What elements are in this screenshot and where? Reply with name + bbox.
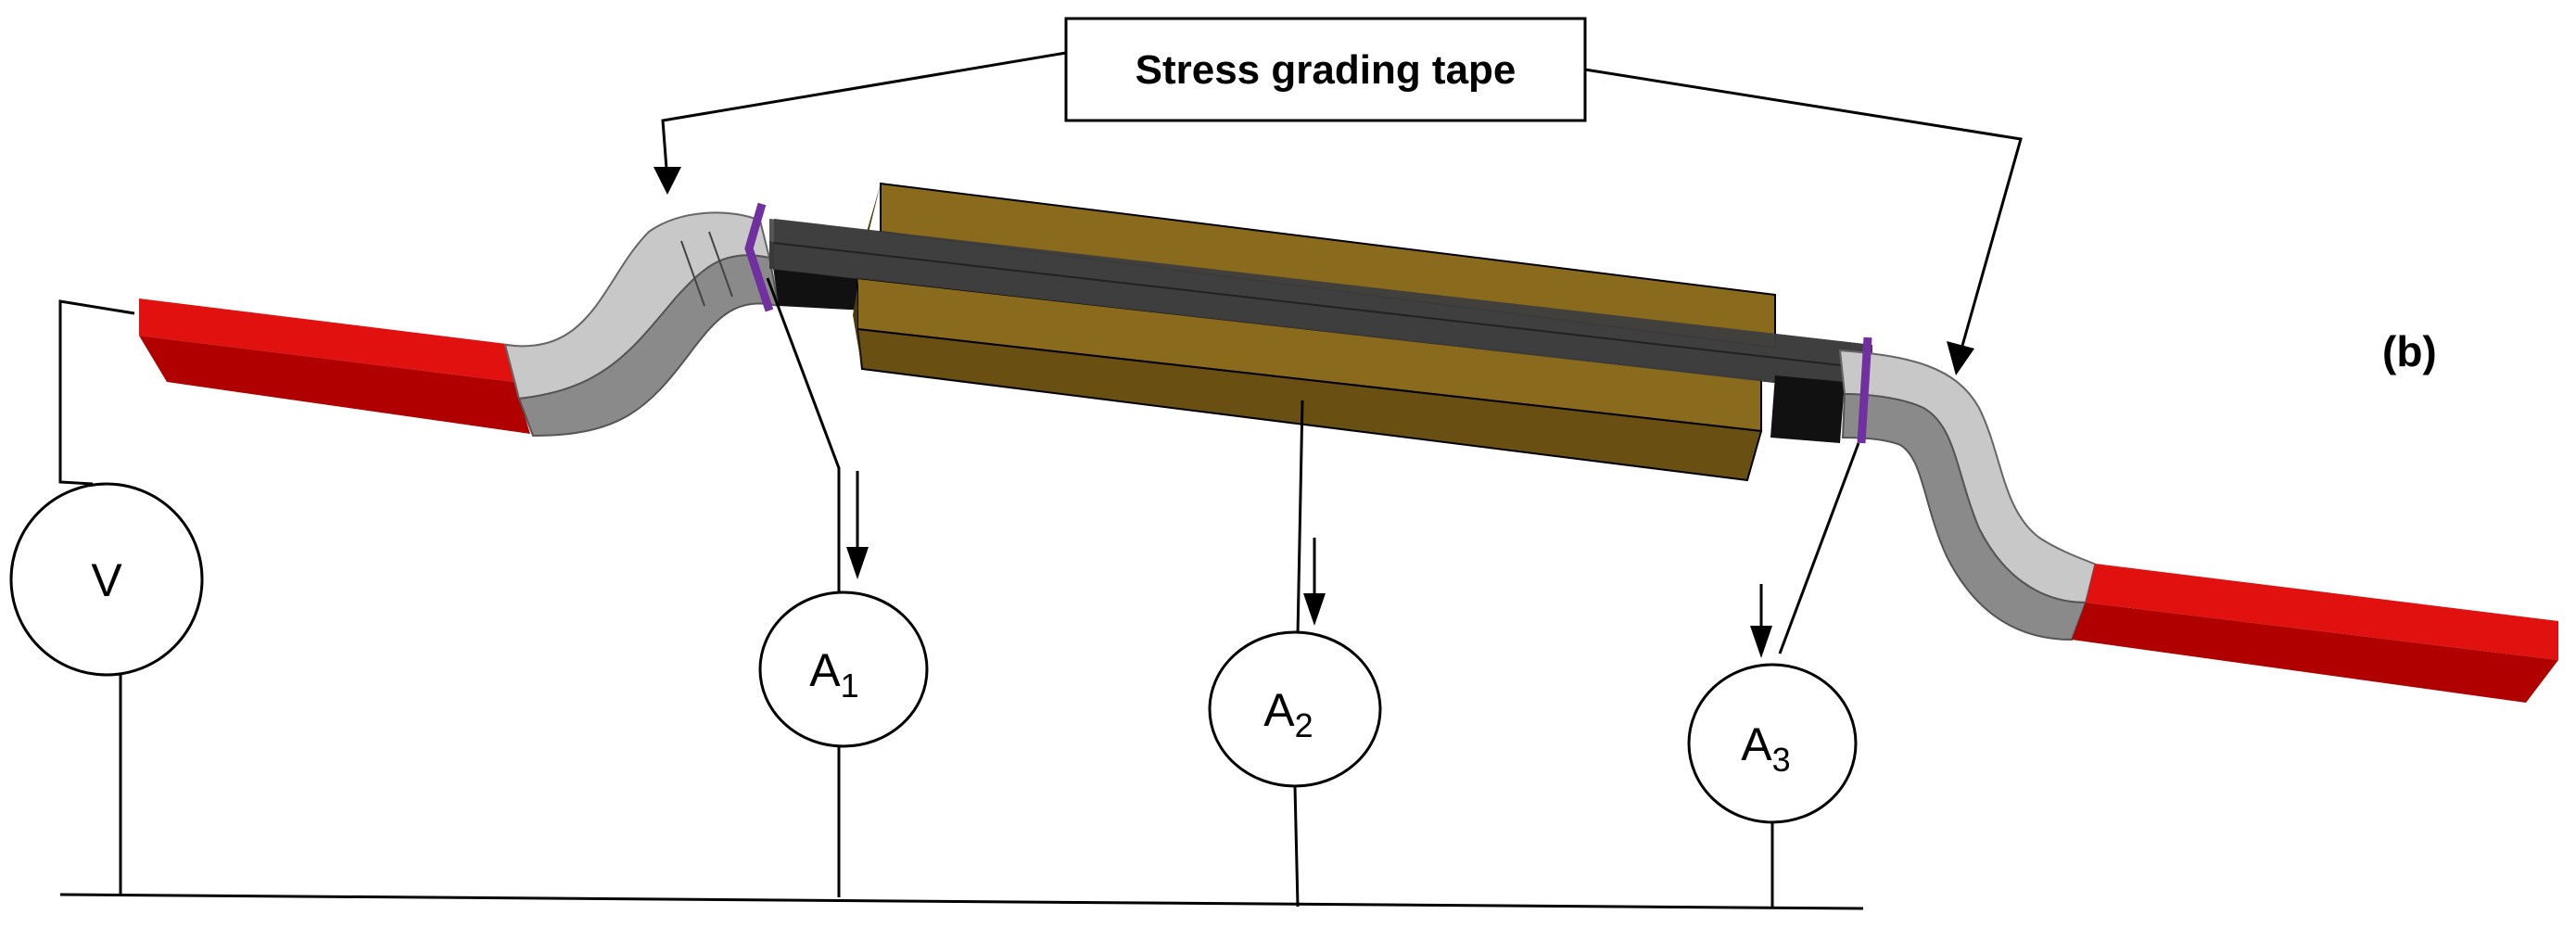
ammeter-a2-lead-bottom — [1293, 785, 1300, 908]
voltmeter-circle — [9, 482, 204, 677]
callout-right-leader — [1584, 68, 2023, 353]
ammeter-a1-lead-top — [766, 277, 841, 598]
ground-line — [59, 893, 1864, 910]
ammeter-a1: A1 — [758, 277, 929, 897]
ammeter-a1-arrow-icon — [846, 547, 869, 579]
ammeter-a3-arrow-icon — [1750, 626, 1772, 658]
left-grading-mark — [744, 202, 774, 312]
ammeter-a3-label: A3 — [1741, 718, 1790, 779]
ammeter-a1-circle — [758, 590, 929, 748]
left-conductor-front — [139, 336, 530, 434]
callout-label: Stress grading tape — [1136, 47, 1516, 93]
left-conductor-top — [139, 298, 514, 382]
callout-box — [1064, 17, 1587, 122]
ammeter-a2-lead-top — [1296, 400, 1304, 636]
left-bend-section — [503, 211, 780, 438]
voltmeter-symbol: V — [91, 554, 122, 606]
ammeter-a1-label: A1 — [809, 644, 858, 705]
ammeter-a2: A2 — [1208, 400, 1382, 908]
callout: Stress grading tape — [654, 17, 2023, 375]
right-conductor — [2072, 564, 2558, 703]
slot-section — [853, 182, 1776, 482]
callout-left-leader — [661, 51, 1067, 182]
right-bend-section — [1838, 349, 2098, 641]
panel-label: (b) — [2382, 327, 2437, 375]
ammeter-a3-lead-top — [1778, 442, 1860, 654]
right-conductor-top — [2086, 564, 2558, 660]
left-bend-seam-1 — [680, 240, 705, 307]
ammeter-a2-arrow-icon — [1303, 593, 1326, 626]
right-grading-mark — [1857, 337, 1872, 444]
callout-right-arrowhead — [1947, 341, 1974, 375]
right-conductor-front — [2072, 603, 2558, 703]
left-conductor — [139, 298, 530, 434]
left-bend-seam-2 — [708, 231, 733, 298]
stator-bar-edge — [773, 242, 1873, 370]
voltmeter-lead-top — [58, 299, 135, 486]
ammeter-a2-label: A2 — [1263, 684, 1313, 744]
right-black-block — [1770, 375, 1845, 443]
voltmeter: V — [9, 299, 204, 895]
ammeter-a3: A3 — [1687, 442, 1860, 907]
callout-left-arrowhead — [654, 167, 681, 195]
